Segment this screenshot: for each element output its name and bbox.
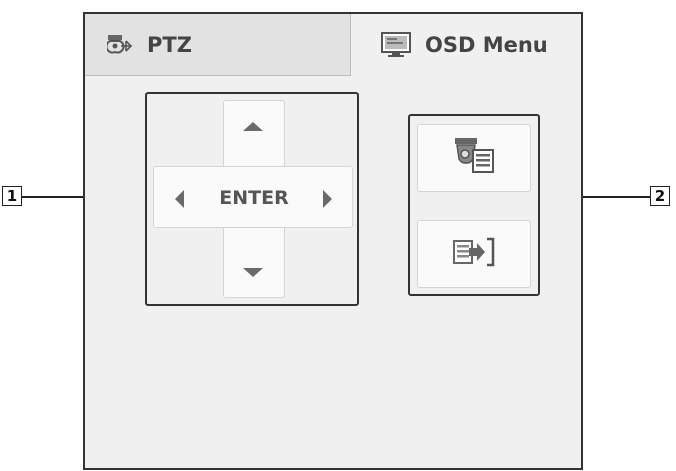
dpad: ENTER	[145, 92, 359, 306]
side-button-group	[408, 114, 540, 296]
tab-osd-menu[interactable]: OSD Menu	[351, 14, 581, 76]
callout-2-leader-line	[536, 196, 650, 198]
enter-button[interactable]: ENTER	[219, 187, 289, 209]
tab-ptz-label: PTZ	[147, 32, 192, 57]
ptz-camera-icon	[107, 33, 133, 57]
arrow-up-icon[interactable]	[243, 122, 263, 131]
arrow-left-icon[interactable]	[175, 190, 184, 208]
exit-button[interactable]	[417, 220, 531, 288]
exit-icon	[451, 235, 497, 273]
dpad-center	[224, 167, 284, 227]
callout-1: 1	[2, 186, 22, 206]
callout-2: 2	[650, 186, 670, 206]
osd-monitor-icon	[381, 32, 411, 58]
tab-osd-menu-label: OSD Menu	[425, 33, 548, 57]
camera-menu-button[interactable]	[417, 124, 531, 192]
osd-control-panel: PTZ OSD Menu ENTER	[83, 12, 583, 470]
tab-ptz[interactable]: PTZ	[85, 14, 351, 76]
arrow-right-icon[interactable]	[323, 190, 332, 208]
camera-menu-icon	[451, 136, 497, 180]
arrow-down-icon[interactable]	[243, 268, 263, 277]
